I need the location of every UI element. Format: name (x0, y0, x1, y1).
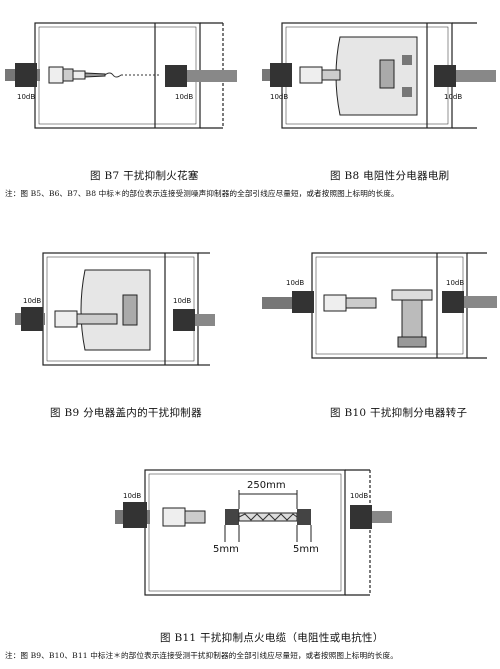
attenuator-label-right: 10dB (446, 279, 465, 287)
caption-b8: 图 B8 电阻性分电器电刷 (330, 170, 450, 182)
ferrite-right (165, 65, 187, 87)
dimension-5mm-right: 5mm (293, 544, 319, 555)
cable-right (187, 70, 237, 82)
caption-b11: 图 B11 干扰抑制点火电缆（电阻性或电抗性） (160, 632, 384, 644)
attenuator-label-left: 10dB (286, 279, 305, 287)
figure-b11-drawing (115, 469, 392, 596)
distributor-cap-icon (335, 36, 418, 116)
figure-b9-drawing (15, 252, 215, 366)
figure-b8: 10dB 10dB (262, 15, 497, 140)
dimension-250mm: 250mm (247, 480, 286, 491)
figure-b9: 10dB 10dB (15, 245, 215, 375)
figure-b10: 10dB 10dB (262, 245, 497, 375)
caption-b7: 图 B7 干扰抑制火花塞 (90, 170, 199, 182)
attenuator-label-right: 10dB (350, 492, 369, 500)
note-1: 注：图 B5、B6、B7、B8 中标＊的部位表示连接受测噪声抑制器的全部引线应尽… (5, 189, 399, 198)
ferrite-left (225, 509, 239, 525)
figure-b7-drawing (5, 22, 237, 129)
figure-b11: 250mm 5mm 5mm 10dB 10dB (115, 462, 500, 607)
attenuator-label-right: 10dB (175, 93, 194, 101)
attenuator-label-left: 10dB (23, 297, 42, 305)
figure-b7: 10dB 10dB (5, 15, 240, 140)
figure-b10-drawing (262, 252, 497, 359)
spark-plug-icon (48, 66, 106, 84)
caption-b10: 图 B10 干扰抑制分电器转子 (330, 407, 468, 419)
attenuator-label-right: 10dB (444, 93, 463, 101)
distributor-cap-icon (80, 269, 151, 351)
attenuator-label-left: 10dB (17, 93, 36, 101)
dimension-5mm-left: 5mm (213, 544, 239, 555)
distributor-rotor-icon (391, 289, 433, 348)
attenuator-label-right: 10dB (173, 297, 192, 305)
attenuator-label-left: 10dB (270, 93, 289, 101)
figure-b8-drawing (262, 22, 496, 129)
attenuator-label-left: 10dB (123, 492, 142, 500)
ferrite-left (15, 63, 37, 87)
ferrite-right (297, 509, 311, 525)
note-2: 注：图 B9、B10、B11 中标注＊的部位表示连接受测干扰抑制器的全部引线应尽… (5, 651, 398, 660)
caption-b9: 图 B9 分电器盖内的干扰抑制器 (50, 407, 202, 419)
